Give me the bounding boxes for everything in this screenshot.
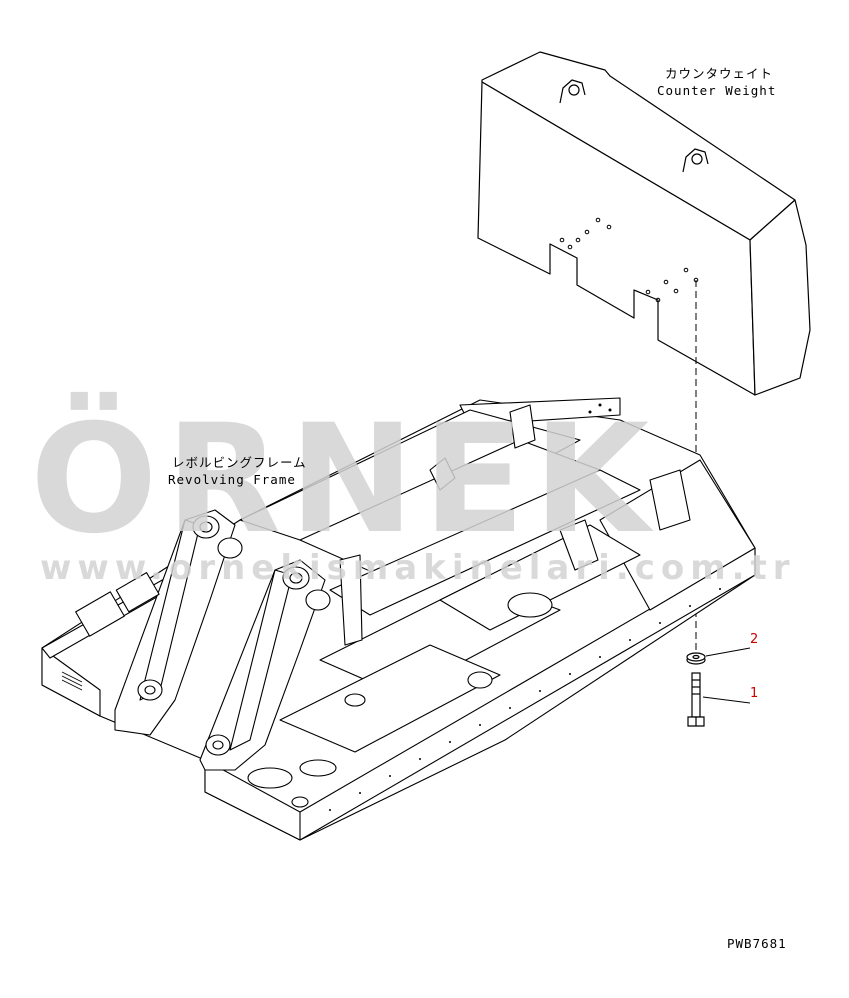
counter-weight-label-jp: カウンタウェイト (665, 66, 774, 81)
revolving-frame-label-jp: レボルビングフレーム (172, 455, 307, 470)
counter-weight-part (477, 51, 811, 650)
revolving-frame-part (41, 397, 756, 841)
revolving-frame-label-en: Revolving Frame (168, 472, 296, 487)
bolt-and-washer (686, 652, 706, 727)
drawing-code: PWB7681 (727, 936, 787, 951)
callout-leaders (702, 647, 751, 704)
callout-bolt-number: 1 (750, 686, 759, 701)
counter-weight-label-en: Counter Weight (657, 83, 777, 98)
callout-washer-number: 2 (750, 632, 759, 647)
